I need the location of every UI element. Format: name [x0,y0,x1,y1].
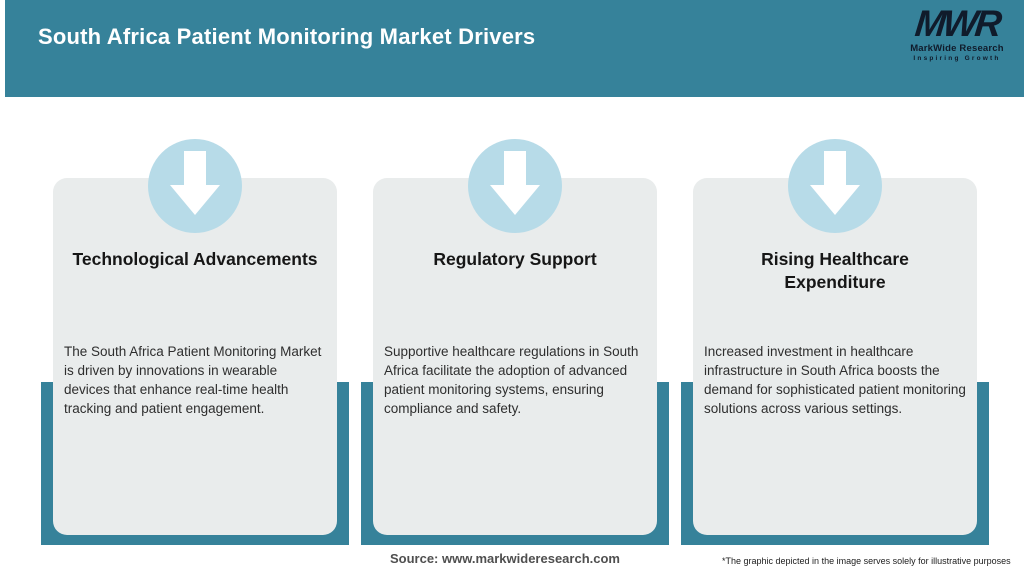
card-description: The South Africa Patient Monitoring Mark… [64,343,322,416]
down-arrow-badge [468,139,562,233]
driver-card-rising-healthcare-expenditure: Rising Healthcare Expenditure Increased … [693,178,977,535]
down-arrow-badge [148,139,242,233]
down-arrow-icon [148,137,242,236]
header-band: South Africa Patient Monitoring Market D… [5,0,1024,97]
driver-card-technological-advancements: Technological Advancements The South Afr… [53,178,337,535]
card-description: Supportive healthcare regulations in Sou… [384,343,639,416]
card-title: Rising Healthcare Expenditure [761,249,909,292]
card-description: Increased investment in healthcare infra… [704,343,966,416]
source-attribution: Source: www.markwideresearch.com [389,551,620,566]
logo-tagline: Inspiring Growth [913,54,1001,62]
page-title: South Africa Patient Monitoring Market D… [38,24,536,49]
disclaimer-note: *The graphic depicted in the image serve… [722,556,1011,566]
down-arrow-icon [468,137,562,236]
logo-name: MarkWide Research [910,43,1004,54]
markwide-research-logo: MWR MarkWide Research Inspiring Growth [909,3,1005,62]
down-arrow-badge [788,139,882,233]
driver-card-regulatory-support: Regulatory Support Supportive healthcare… [373,178,657,535]
card-title: Regulatory Support [433,249,597,269]
card-title: Technological Advancements [72,249,318,269]
logo-monogram: MWR [913,3,1001,44]
down-arrow-icon [788,137,882,236]
